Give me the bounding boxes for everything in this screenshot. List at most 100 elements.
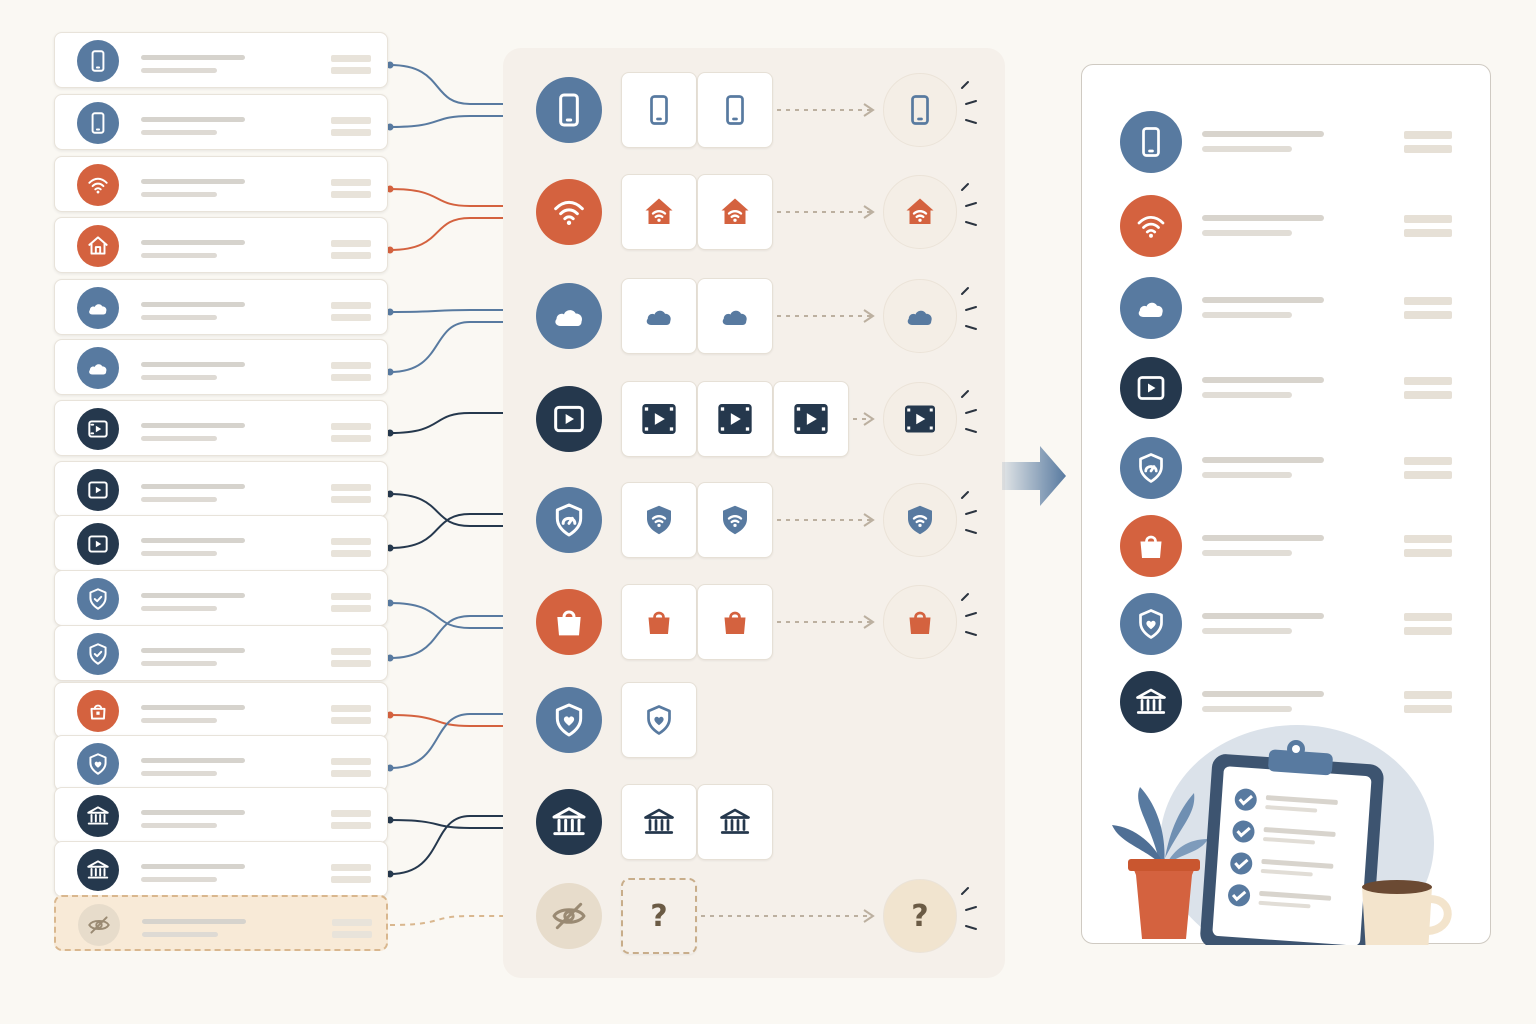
cloud-icon: [536, 283, 602, 349]
text-placeholder: [141, 423, 245, 428]
value-placeholder: [1404, 613, 1452, 621]
value-placeholder: [331, 496, 371, 503]
unknown-label: ?: [911, 898, 929, 934]
value-placeholder: [331, 705, 371, 712]
text-placeholder: [1202, 392, 1292, 398]
film-icon[interactable]: [621, 381, 697, 457]
shield-heart-icon[interactable]: [621, 682, 697, 758]
value-placeholder: [1404, 549, 1452, 557]
final-list-item[interactable]: [1120, 195, 1460, 259]
text-placeholder: [141, 436, 217, 441]
value-placeholder: [331, 864, 371, 871]
value-placeholder: [1404, 131, 1452, 139]
text-placeholder: [141, 192, 217, 197]
value-placeholder: [1404, 471, 1452, 479]
text-placeholder: [1202, 312, 1292, 318]
inventory-row[interactable]: [54, 32, 388, 88]
text-placeholder: [141, 497, 217, 502]
value-placeholder: [331, 67, 371, 74]
value-placeholder: [1404, 627, 1452, 635]
bag-icon[interactable]: [621, 584, 697, 660]
shield-heart-icon: [1120, 593, 1182, 655]
text-placeholder: [141, 823, 217, 828]
inventory-row[interactable]: [54, 94, 388, 150]
value-placeholder: [331, 435, 371, 442]
home-wifi-icon: [883, 175, 957, 249]
value-placeholder: [332, 931, 372, 938]
text-placeholder: [141, 661, 217, 666]
inventory-row[interactable]: [54, 339, 388, 395]
home-wifi-icon[interactable]: [697, 174, 773, 250]
phone-icon[interactable]: [621, 72, 697, 148]
wifi-icon: [77, 164, 119, 206]
inventory-row[interactable]: [54, 461, 388, 517]
play-icon: [536, 386, 602, 452]
bag-icon: [1120, 515, 1182, 577]
value-placeholder: [332, 919, 372, 926]
inventory-row[interactable]: [54, 570, 388, 626]
final-list-panel: [1081, 64, 1491, 945]
bank-icon[interactable]: [621, 784, 697, 860]
home-wifi-icon[interactable]: [621, 174, 697, 250]
question-icon[interactable]: ?: [621, 878, 697, 954]
film-icon[interactable]: [697, 381, 773, 457]
final-list-item[interactable]: [1120, 437, 1460, 501]
bank-icon[interactable]: [697, 784, 773, 860]
variant-cards: [621, 381, 849, 457]
value-placeholder: [331, 423, 371, 430]
cloud-icon[interactable]: [697, 278, 773, 354]
final-list-item[interactable]: [1120, 357, 1460, 421]
value-placeholder: [331, 374, 371, 381]
text-placeholder: [141, 240, 245, 245]
inventory-row[interactable]: [54, 895, 388, 951]
value-placeholder: [331, 758, 371, 765]
inventory-row[interactable]: [54, 156, 388, 212]
final-list-item[interactable]: [1120, 593, 1460, 657]
final-list-item[interactable]: [1120, 111, 1460, 175]
inventory-row[interactable]: [54, 400, 388, 456]
variant-cards: [621, 278, 773, 354]
text-placeholder: [141, 551, 217, 556]
value-placeholder: [331, 314, 371, 321]
inventory-row[interactable]: [54, 217, 388, 273]
inventory-row[interactable]: [54, 625, 388, 681]
play-icon: [1120, 357, 1182, 419]
phone-icon[interactable]: [697, 72, 773, 148]
variant-cards: ?: [621, 878, 697, 954]
inventory-row[interactable]: [54, 735, 388, 791]
final-list-item[interactable]: [1120, 671, 1460, 735]
text-placeholder: [142, 932, 218, 937]
inventory-row[interactable]: [54, 787, 388, 843]
clipboard-checklist-icon: [1200, 740, 1384, 945]
film-icon[interactable]: [773, 381, 849, 457]
final-list-item[interactable]: [1120, 277, 1460, 341]
value-placeholder: [1404, 311, 1452, 319]
text-placeholder: [141, 810, 245, 815]
text-placeholder: [141, 718, 217, 723]
value-placeholder: [1404, 457, 1452, 465]
variant-cards: [621, 482, 773, 558]
bank-icon: [1120, 671, 1182, 733]
text-placeholder: [141, 302, 245, 307]
bank-icon: [77, 795, 119, 837]
final-list-item[interactable]: [1120, 515, 1460, 579]
inventory-row[interactable]: [54, 682, 388, 738]
bank-icon: [536, 789, 602, 855]
bag-icon[interactable]: [697, 584, 773, 660]
lock-bag-icon: [77, 690, 119, 732]
variant-cards: [621, 72, 773, 148]
inventory-row[interactable]: [54, 515, 388, 571]
cloud-icon[interactable]: [621, 278, 697, 354]
inventory-row[interactable]: [54, 841, 388, 897]
value-placeholder: [331, 550, 371, 557]
cloud-icon: [77, 287, 119, 329]
phone-icon: [1120, 111, 1182, 173]
home-icon: [77, 225, 119, 267]
inventory-row[interactable]: [54, 279, 388, 335]
phone-icon: [77, 102, 119, 144]
value-placeholder: [1404, 215, 1452, 223]
shield-wifi-icon[interactable]: [621, 482, 697, 558]
shield-wifi-icon[interactable]: [697, 482, 773, 558]
video-icon: [77, 408, 119, 450]
play-icon: [77, 469, 119, 511]
